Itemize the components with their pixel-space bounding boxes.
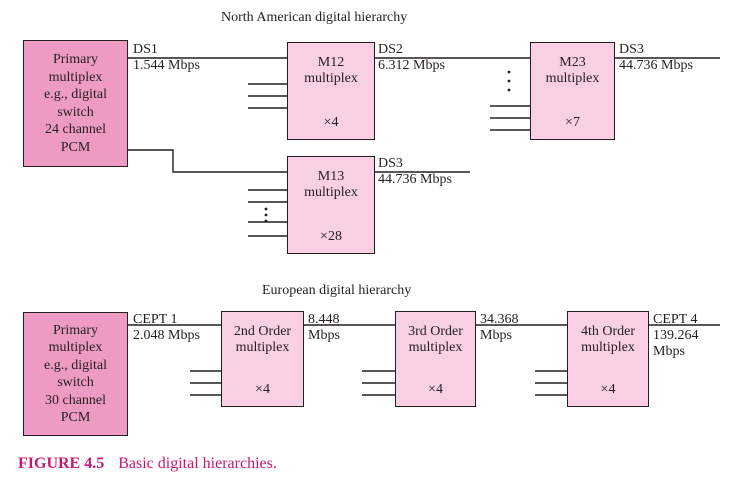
order4-input-lines (535, 370, 567, 396)
order3-factor: ×4 (428, 382, 443, 397)
order2-factor: ×4 (255, 382, 270, 397)
ds2-label: DS2 6.312 Mbps (378, 42, 445, 73)
m23-input-lines (490, 105, 530, 131)
order3-multiplex-block: 3rd Order multiplex ×4 (395, 311, 476, 407)
ds3-top-label: DS3 44.736 Mbps (619, 42, 693, 73)
m12-factor: ×4 (323, 115, 339, 130)
cept1-label: CEPT 1 2.048 Mbps (133, 312, 200, 343)
north-american-title: North American digital hierarchy (221, 10, 408, 25)
m23-factor: ×7 (565, 115, 580, 130)
order4-label: 4th Order multiplex (580, 324, 636, 355)
m23-label: M23 multiplex (545, 55, 600, 86)
m23-ellipsis-dots (507, 70, 511, 92)
order2-label: 2nd Order multiplex (233, 324, 292, 355)
m13-multiplex-block: M13 multiplex ×28 (287, 156, 375, 254)
m13-factor: ×28 (320, 229, 342, 244)
na-primary-multiplex-block: Primary multiplex e.g., digital switch 2… (23, 40, 128, 167)
m12-label: M12 multiplex (304, 55, 358, 86)
figure-caption-text: Basic digital hierarchies. (118, 455, 277, 472)
m13-label: M13 multiplex (304, 169, 358, 200)
cept4-label: CEPT 4 139.264 Mbps (653, 312, 699, 359)
ds1-label: DS1 1.544 Mbps (133, 42, 200, 73)
order3-label: 3rd Order multiplex (408, 324, 463, 355)
figure-number: FIGURE 4.5 (18, 455, 105, 472)
order2-input-lines (190, 370, 221, 396)
m13-ellipsis-dots (264, 207, 268, 223)
ds3-bottom-label: DS3 44.736 Mbps (378, 156, 452, 187)
primary-to-m13-line (128, 149, 287, 173)
l8448-label: 8.448 Mbps (308, 312, 340, 343)
l34368-label: 34.368 Mbps (480, 312, 519, 343)
m12-input-lines (248, 83, 287, 109)
m13-input-lines (248, 189, 287, 237)
figure-caption: FIGURE 4.5 Basic digital hierarchies. (18, 455, 277, 473)
m23-multiplex-block: M23 multiplex ×7 (530, 42, 615, 140)
european-title: European digital hierarchy (262, 283, 412, 298)
order4-factor: ×4 (600, 382, 616, 397)
order3-input-lines (362, 370, 395, 396)
eu-primary-multiplex-block: Primary multiplex e.g., digital switch 3… (23, 312, 128, 436)
m12-multiplex-block: M12 multiplex ×4 (287, 42, 375, 140)
order4-multiplex-block: 4th Order multiplex ×4 (567, 311, 649, 407)
order2-multiplex-block: 2nd Order multiplex ×4 (221, 311, 304, 407)
